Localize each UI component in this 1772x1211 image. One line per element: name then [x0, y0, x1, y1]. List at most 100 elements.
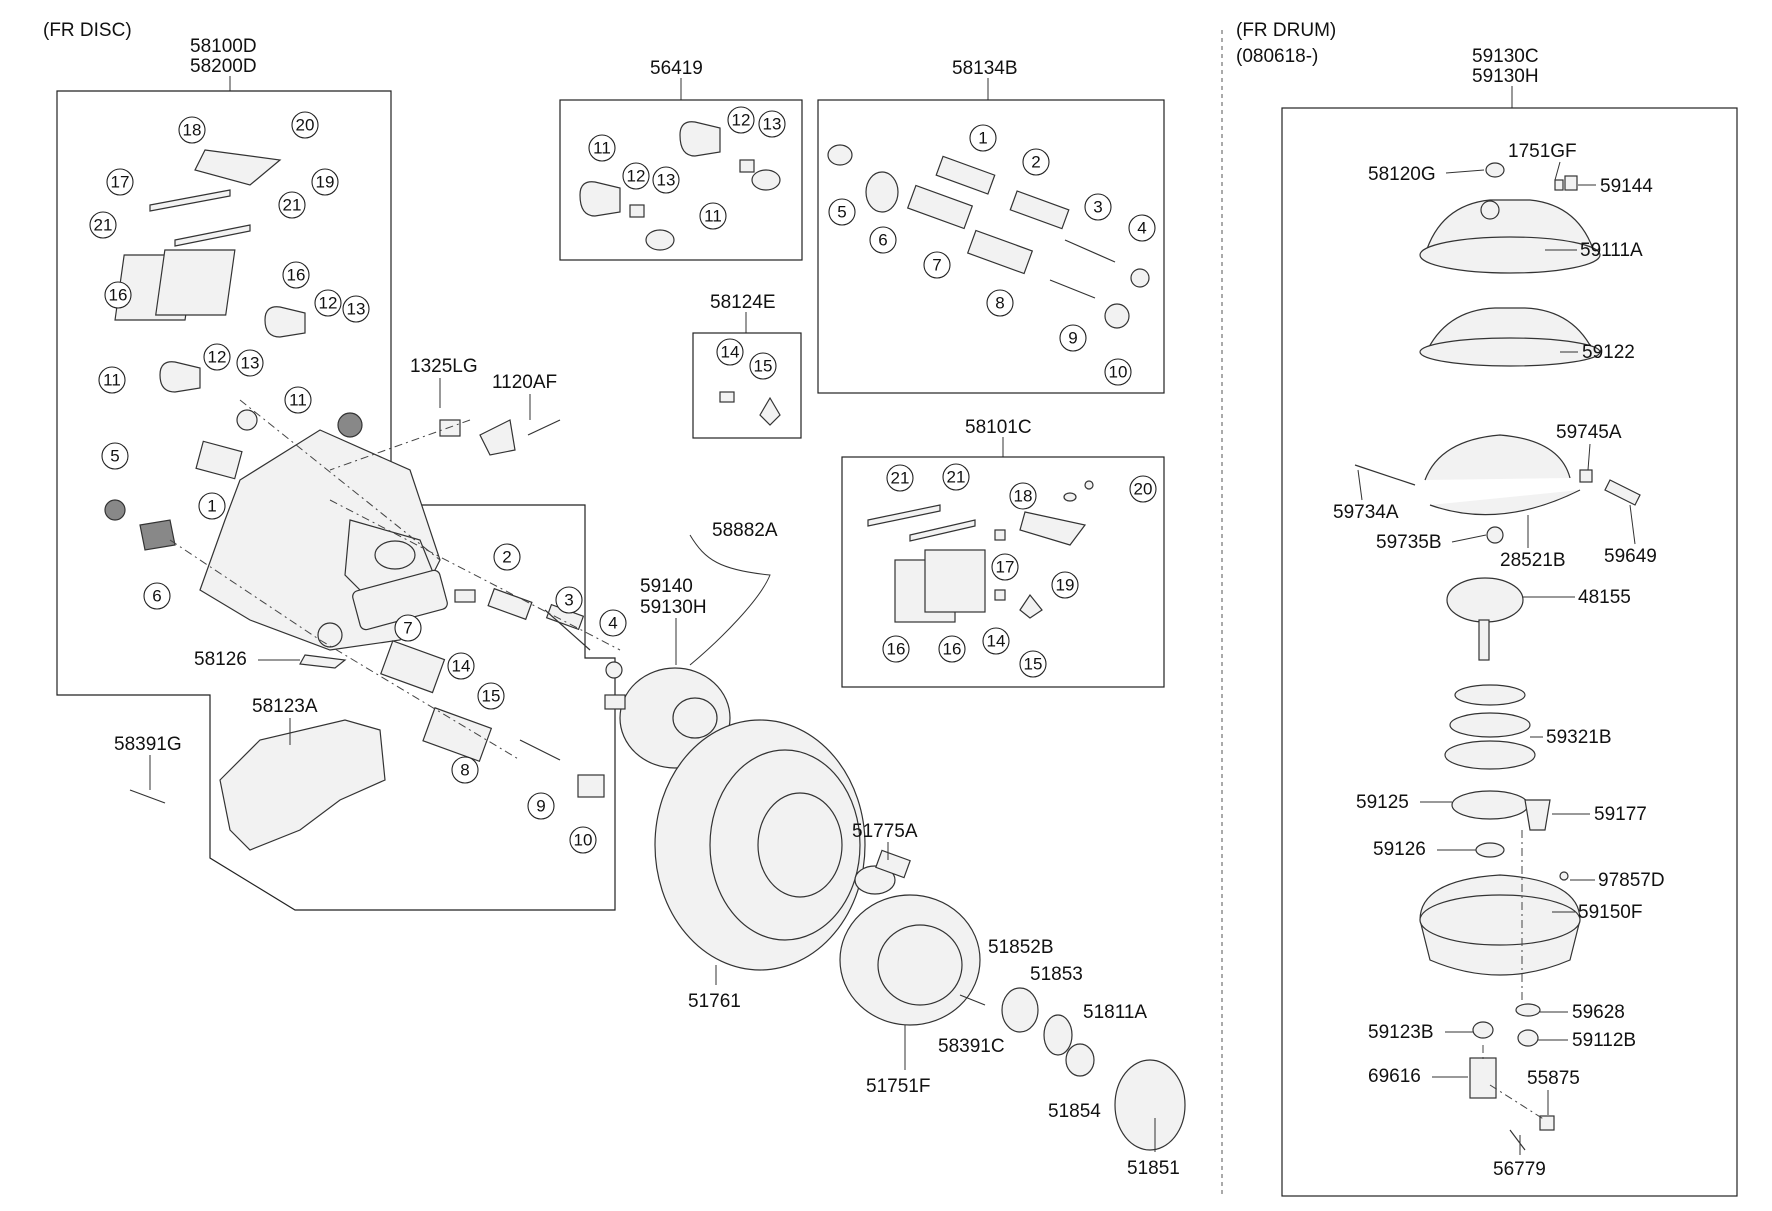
callout-circle — [622, 162, 650, 190]
callout-number: 20 — [296, 116, 315, 135]
callout-c8b: 8 — [986, 289, 1014, 317]
callout-number: 13 — [241, 354, 260, 373]
box-56419 — [559, 99, 803, 261]
label-51751F: 51751F — [866, 1076, 930, 1097]
callout-c15c: 15 — [1019, 650, 1047, 678]
callout-circle — [527, 792, 555, 820]
group-58124E: 58124E — [710, 292, 776, 313]
callout-circle — [106, 168, 134, 196]
callout-c12c: 12 — [622, 162, 650, 190]
callout-circle — [969, 124, 997, 152]
label-59735B: 59735B — [1376, 532, 1442, 553]
callout-circle — [1051, 571, 1079, 599]
callout-number: 19 — [316, 173, 335, 192]
callout-circle — [236, 349, 264, 377]
callout-circle — [198, 492, 226, 520]
callout-c10b: 10 — [1104, 358, 1132, 386]
group-58101C: 58101C — [965, 417, 1032, 438]
callout-c16b: 16 — [282, 261, 310, 289]
callout-circle — [869, 226, 897, 254]
label-58391C: 58391C — [938, 1036, 1005, 1057]
callout-number: 12 — [208, 348, 227, 367]
callout-circle — [493, 543, 521, 571]
callout-circle — [699, 202, 727, 230]
label-59649: 59649 — [1604, 546, 1657, 567]
callout-circle — [886, 464, 914, 492]
callout-circle — [203, 343, 231, 371]
callout-circle — [282, 261, 310, 289]
callout-c7b: 7 — [923, 251, 951, 279]
callout-number: 18 — [183, 121, 202, 140]
callout-c16c: 16 — [882, 635, 910, 663]
callout-number: 14 — [987, 632, 1006, 651]
callout-c13d: 13 — [758, 110, 786, 138]
callout-number: 7 — [932, 256, 941, 275]
callout-number: 6 — [878, 231, 887, 250]
callout-c2b: 2 — [1022, 148, 1050, 176]
callout-c7a: 7 — [394, 614, 422, 642]
callout-circle — [555, 586, 583, 614]
callout-c5a: 5 — [101, 442, 129, 470]
box-58134B-parts — [827, 144, 1150, 329]
label-59745A: 59745A — [1556, 422, 1622, 443]
callout-circle — [882, 635, 910, 663]
callout-number: 21 — [283, 196, 302, 215]
label-58123A: 58123A — [252, 696, 318, 717]
wheel-hub — [839, 849, 1186, 1151]
callout-number: 13 — [657, 171, 676, 190]
callout-circle — [314, 289, 342, 317]
box-59130C — [1281, 107, 1738, 1197]
callout-circle — [278, 191, 306, 219]
callout-c17a: 17 — [106, 168, 134, 196]
callout-circle — [451, 756, 479, 784]
group-59130H: 59130H — [1472, 66, 1539, 87]
callout-circle — [599, 609, 627, 637]
label-28521B: 28521B — [1500, 550, 1566, 571]
callout-circle — [1019, 650, 1047, 678]
callout-c1b: 1 — [969, 124, 997, 152]
callout-number: 12 — [627, 167, 646, 186]
callout-number: 11 — [593, 139, 611, 158]
callout-circle — [1084, 193, 1112, 221]
callout-circle — [727, 106, 755, 134]
box-58124E — [692, 332, 802, 439]
callout-c13c: 13 — [652, 166, 680, 194]
callout-c13b: 13 — [236, 349, 264, 377]
box-58134B — [817, 99, 1165, 394]
callout-circle — [477, 682, 505, 710]
callout-c11b: 11 — [284, 386, 312, 414]
disc-assembly-outline — [56, 90, 616, 911]
callout-circle — [938, 635, 966, 663]
callout-c11c: 11 — [588, 134, 616, 162]
callout-number: 18 — [1014, 487, 1033, 506]
callout-number: 2 — [1031, 153, 1040, 172]
callout-circle — [828, 198, 856, 226]
callout-c14b: 14 — [716, 338, 744, 366]
label-1325LG: 1325LG — [410, 356, 478, 377]
callout-circle — [394, 614, 422, 642]
callout-c4a: 4 — [599, 609, 627, 637]
callout-circle — [311, 168, 339, 196]
callout-circle — [284, 386, 312, 414]
callout-circle — [98, 366, 126, 394]
callout-circle — [588, 134, 616, 162]
callout-c12b: 12 — [203, 343, 231, 371]
callout-c21d: 21 — [942, 463, 970, 491]
callout-number: 3 — [564, 591, 573, 610]
label-48155: 48155 — [1578, 587, 1631, 608]
callout-c14c: 14 — [982, 627, 1010, 655]
label-59177: 59177 — [1594, 804, 1647, 825]
brake-disc — [654, 719, 866, 971]
callout-number: 2 — [502, 548, 511, 567]
callout-circle — [104, 281, 132, 309]
callout-circle — [178, 116, 206, 144]
callout-number: 9 — [1068, 329, 1077, 348]
callout-number: 10 — [574, 831, 593, 850]
callout-c15a: 15 — [477, 682, 505, 710]
callout-c12d: 12 — [727, 106, 755, 134]
callout-c5b: 5 — [828, 198, 856, 226]
label-59112B: 59112B — [1572, 1030, 1636, 1051]
callout-c21a: 21 — [89, 211, 117, 239]
callout-number: 14 — [721, 343, 740, 362]
callout-number: 16 — [109, 286, 128, 305]
